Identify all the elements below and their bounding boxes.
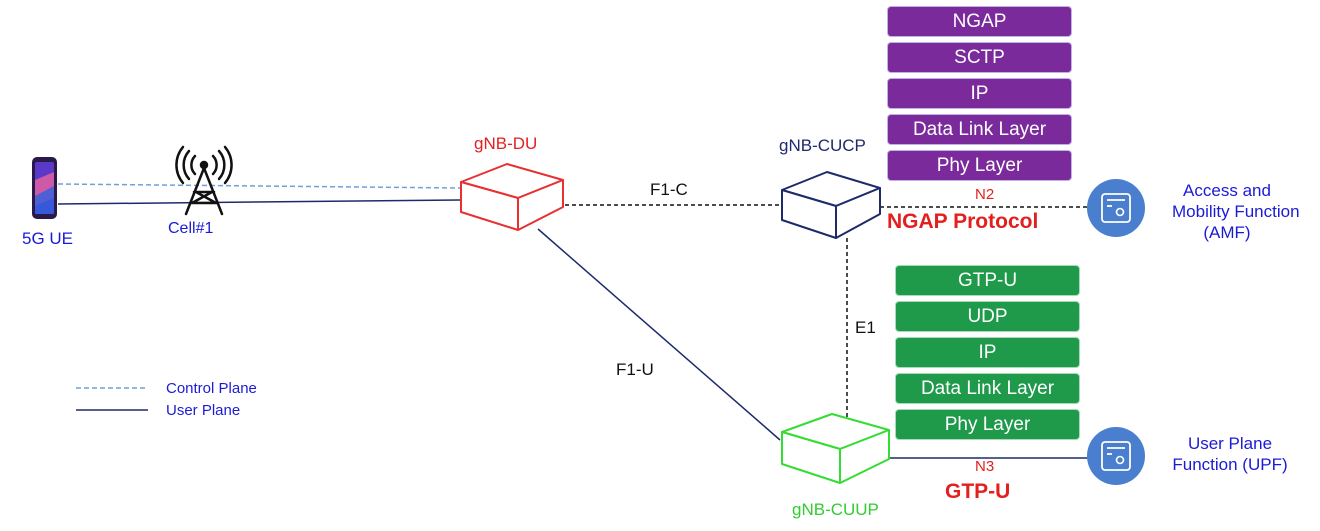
user-stack-data-link-layer: Data Link Layer — [895, 373, 1080, 404]
upf-label-line-1: User Plane — [1187, 434, 1273, 453]
f1u-label: F1-U — [616, 360, 654, 379]
amf-label-line-1: Access and — [1183, 181, 1271, 200]
control-stack-ngap: NGAP — [887, 6, 1072, 37]
cuup-label: gNB-CUUP — [792, 500, 879, 519]
user-stack-ip: IP — [895, 337, 1080, 368]
n2-label: N2 — [975, 186, 995, 203]
amf-icon — [1087, 179, 1145, 237]
user-stack-phy-layer: Phy Layer — [895, 409, 1080, 440]
user-stack-gtpu: GTP-U — [895, 265, 1080, 296]
e1-label: E1 — [855, 318, 876, 337]
ue-label: 5G UE — [22, 229, 74, 248]
n3-protocol-label: GTP-U — [945, 480, 1011, 503]
n2-protocol-label: NGAP Protocol — [887, 210, 1039, 233]
gnb-du-box — [460, 163, 564, 231]
cucp-label: gNB-CUCP — [779, 136, 866, 155]
control-plane-link-ue-du — [57, 183, 461, 189]
amf-label-line-3: (AMF) — [1203, 223, 1251, 242]
upf-label-line-2: Function (UPF) — [1172, 455, 1288, 474]
amf-label: Access and Mobility Function (AMF) — [1172, 180, 1300, 243]
control-stack-sctp: SCTP — [887, 42, 1072, 73]
cell-tower-icon — [175, 145, 233, 216]
legend-control-plane-text: Control Plane — [166, 380, 257, 397]
control-stack-ip: IP — [887, 78, 1072, 109]
upf-icon — [1087, 427, 1145, 485]
upf-label: User Plane Function (UPF) — [1170, 433, 1290, 475]
f1u-link — [537, 228, 781, 441]
user-stack-udp: UDP — [895, 301, 1080, 332]
cell-label: Cell#1 — [168, 220, 214, 237]
amf-label-line-2: Mobility Function — [1172, 202, 1300, 221]
n3-label: N3 — [975, 458, 995, 475]
phone-icon — [32, 157, 57, 219]
f1c-label: F1-C — [650, 180, 688, 199]
control-stack-phy-layer: Phy Layer — [887, 150, 1072, 181]
user-plane-link-ue-du — [57, 199, 461, 205]
legend-user-plane-text: User Plane — [166, 402, 241, 419]
gnb-cuup-box — [781, 413, 890, 484]
du-label: gNB-DU — [474, 134, 538, 153]
gnb-cucp-box — [781, 171, 881, 239]
control-stack-data-link-layer: Data Link Layer — [887, 114, 1072, 145]
